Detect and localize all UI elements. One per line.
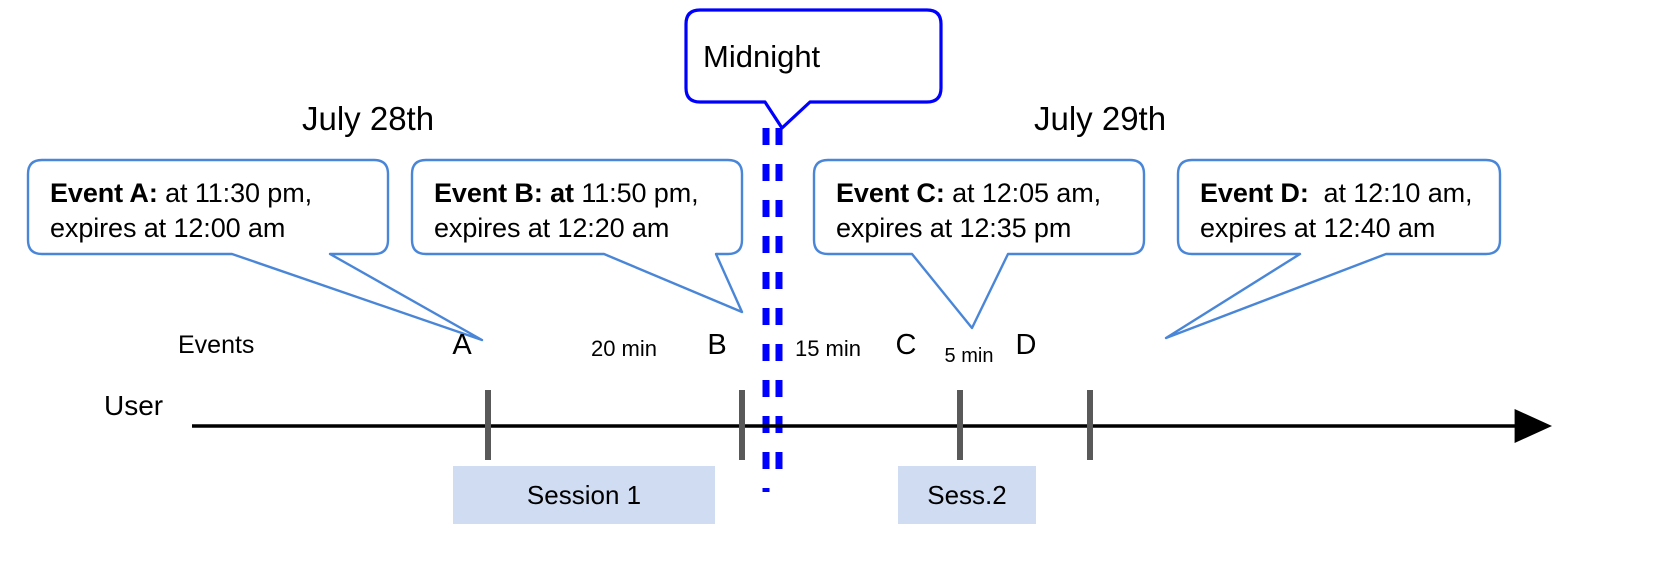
session-box-1: Session 1 <box>453 466 715 524</box>
callout-event-b-line1: 11:50 pm, <box>573 178 699 208</box>
event-letter-b: B <box>707 329 727 361</box>
gap-label-15min: 15 min <box>794 336 862 361</box>
session-box-2-label: Sess.2 <box>927 480 1007 510</box>
gap-label-5min: 5 min <box>944 345 994 367</box>
event-letter-c: C <box>895 329 917 361</box>
user-row-label: User <box>104 390 164 421</box>
callout-event-a-title: Event A: <box>50 178 158 208</box>
day-label-july-28: July 28th <box>302 100 435 137</box>
callout-event-b-title-extra: at <box>542 178 574 208</box>
event-letter-a: A <box>452 329 472 361</box>
events-row-label: Events <box>178 331 255 359</box>
gap-label-20min: 20 min <box>590 336 658 361</box>
callout-event-c-title: Event C: <box>836 178 945 208</box>
session-box-1-label: Session 1 <box>526 480 642 510</box>
callout-event-d-title: Event D: <box>1200 178 1309 208</box>
day-label-july-29: July 29th <box>1034 100 1167 137</box>
session-box-2: Sess.2 <box>898 466 1036 524</box>
callout-event-c-text: Event C: at 12:05 am, expires at 12:35 p… <box>836 176 1101 246</box>
callout-event-a-text: Event A: at 11:30 pm, expires at 12:00 a… <box>50 176 312 246</box>
event-letter-d: D <box>1015 329 1037 361</box>
midnight-label: Midnight <box>703 39 821 74</box>
callout-event-c-line2: expires at 12:35 pm <box>836 213 1072 243</box>
callout-event-d-line2: expires at 12:40 am <box>1200 213 1436 243</box>
callout-event-a-line1: at 11:30 pm, <box>157 178 313 208</box>
callout-event-d-text: Event D: at 12:10 am, expires at 12:40 a… <box>1200 176 1473 246</box>
callout-event-b-title: Event B: <box>434 178 543 208</box>
callout-event-b-text: Event B: at 11:50 pm, expires at 12:20 a… <box>434 176 699 246</box>
callout-event-c-line1: at 12:05 am, <box>944 178 1102 208</box>
callout-event-b-line2: expires at 12:20 am <box>434 213 670 243</box>
callout-event-a-line2: expires at 12:00 am <box>50 213 286 243</box>
callout-event-d-line1: at 12:10 am, <box>1308 178 1473 208</box>
